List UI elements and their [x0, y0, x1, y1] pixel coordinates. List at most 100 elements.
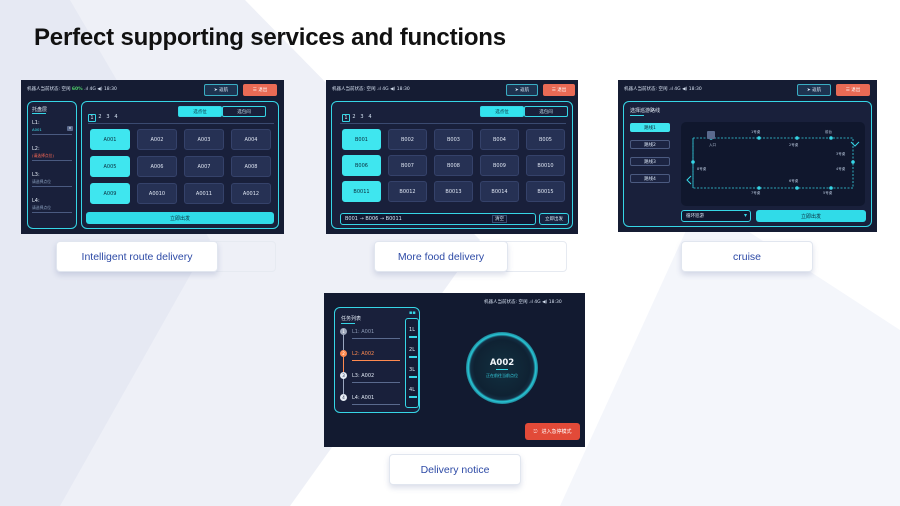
menu-icon: ☰: [551, 87, 558, 93]
layer-l1-value: A001: [32, 127, 42, 132]
point-cell[interactable]: A008: [231, 156, 271, 177]
tab-select-room[interactable]: 选包间: [524, 106, 568, 117]
floor-2l: 2L: [409, 347, 415, 353]
layer-l2[interactable]: L2:: [32, 146, 40, 152]
menu-icon: ☰: [845, 87, 852, 93]
task-row[interactable]: L3: A002: [352, 373, 375, 379]
layer-l3[interactable]: L3:: [32, 172, 40, 178]
caption-cruise: cruise: [681, 241, 813, 272]
task-step-2: 2: [340, 350, 347, 357]
exit-button[interactable]: ☰ 退出: [543, 84, 575, 96]
go-now-button[interactable]: 立即出发: [539, 213, 569, 225]
emergency-stop-button[interactable]: ⎋ 进入急停模式: [525, 423, 580, 440]
task-row[interactable]: L4: A001: [352, 395, 375, 401]
page-4[interactable]: 4: [114, 114, 118, 120]
exit-button[interactable]: ☰ 退出: [836, 84, 870, 96]
point-cell[interactable]: B004: [480, 129, 519, 150]
map-label: 4号桌: [836, 167, 846, 171]
point-cell[interactable]: A005: [90, 156, 130, 177]
point-cell[interactable]: A009: [90, 183, 130, 204]
floor-indicator: 1L 2L 3L 4L: [405, 318, 419, 408]
page-selector: 1 2 3 4: [88, 114, 120, 122]
clear-button[interactable]: 清空: [492, 215, 507, 223]
navigation-icon: ➤: [213, 87, 220, 93]
map-label: 2号桌: [789, 143, 799, 147]
route-option-2[interactable]: 路线2: [630, 140, 670, 149]
battery-indicator: 60%: [71, 87, 83, 92]
point-selection-panel: 选点位 选包间 1 2 3 4 B001 B002 B003 B004 B005…: [331, 101, 573, 229]
page-3[interactable]: 3: [106, 114, 110, 120]
point-cell[interactable]: A0012: [231, 183, 271, 204]
point-cell[interactable]: B0010: [526, 155, 565, 176]
status-bar: 机器人当前状态: 空闲 60% .ıl 4G ◀) 18:30: [27, 87, 117, 92]
exit-icon: ⎋: [533, 428, 538, 435]
point-cell[interactable]: B009: [480, 155, 519, 176]
point-cell[interactable]: B0011: [342, 181, 381, 202]
return-button[interactable]: ➤ 返航: [204, 84, 238, 96]
status-bar: 机器人当前状态: 空闲 .ıl 4G ◀) 18:30: [332, 87, 410, 92]
exit-button[interactable]: ☰ 退出: [243, 84, 277, 96]
point-selection-panel: 选点位 选包间 1 2 3 4 A001 A002 A003 A004 A005…: [81, 101, 279, 229]
page-4[interactable]: 4: [368, 114, 372, 120]
page-3[interactable]: 3: [360, 114, 364, 120]
navigation-icon: ➤: [806, 87, 813, 93]
map-label: 8号桌: [697, 167, 707, 171]
point-cell[interactable]: B008: [434, 155, 473, 176]
point-cell[interactable]: B0014: [480, 181, 519, 202]
layer-l4-value: 请选择点位: [32, 205, 51, 210]
point-cell[interactable]: B0012: [388, 181, 427, 202]
tab-select-room[interactable]: 选包间: [222, 106, 266, 117]
point-cell[interactable]: A001: [90, 129, 130, 150]
floor-4l: 4L: [409, 387, 415, 393]
caption-route-delivery: Intelligent route delivery: [56, 241, 218, 272]
point-cell[interactable]: B002: [388, 129, 427, 150]
food-delivery-screenshot: 机器人当前状态: 空闲 .ıl 4G ◀) 18:30 ➤ 返航 ☰ 退出 选点…: [326, 80, 578, 234]
page-2[interactable]: 2: [352, 114, 356, 120]
layer-l1-clear-icon[interactable]: ×: [67, 126, 73, 131]
page-1[interactable]: 1: [88, 114, 96, 122]
go-now-button[interactable]: 立即出发: [86, 212, 274, 224]
return-button[interactable]: ➤ 返航: [506, 84, 538, 96]
task-row[interactable]: L2: A002: [352, 351, 375, 357]
point-cell[interactable]: B005: [526, 129, 565, 150]
cruise-route-map: 1号桌 2号桌 前台 3号桌 4号桌 5号桌 6号桌 7号桌 8号桌 入口: [681, 122, 865, 206]
point-cell[interactable]: B001: [342, 129, 381, 150]
route-option-1[interactable]: 路线1: [630, 123, 670, 132]
task-step-1: 1: [340, 328, 347, 335]
selected-route-text: B001 → B006 → B0011: [345, 216, 402, 222]
map-label: 1号桌: [751, 130, 761, 134]
caption-food-delivery: More food delivery: [374, 241, 508, 272]
task-row[interactable]: L1: A001: [352, 329, 375, 335]
point-cell[interactable]: A006: [137, 156, 177, 177]
volume-icon: ◀): [390, 87, 396, 92]
route-option-3[interactable]: 路线3: [630, 157, 670, 166]
route-option-4[interactable]: 路线4: [630, 174, 670, 183]
map-label: 6号桌: [789, 179, 799, 183]
layer-l4[interactable]: L4:: [32, 198, 40, 204]
point-cell[interactable]: A0011: [184, 183, 224, 204]
volume-icon: ◀): [682, 87, 688, 92]
tab-select-point[interactable]: 选点位: [178, 106, 222, 117]
point-cell[interactable]: A002: [137, 129, 177, 150]
delivery-notice-screenshot: 机器人当前状态: 空闲 .ıl 4G ◀) 18:30 任务列表 1 2 3 4…: [324, 293, 585, 447]
point-cell[interactable]: A0010: [137, 183, 177, 204]
menu-icon: ☰: [252, 87, 259, 93]
layer-l1[interactable]: L1:: [32, 120, 40, 126]
page-2[interactable]: 2: [98, 114, 102, 120]
point-cell[interactable]: B006: [342, 155, 381, 176]
point-cell[interactable]: A003: [184, 129, 224, 150]
point-cell[interactable]: A007: [184, 156, 224, 177]
point-cell[interactable]: B0013: [434, 181, 473, 202]
go-now-button[interactable]: 立即出发: [756, 210, 866, 222]
cruise-mode-select[interactable]: 循环巡游 ▾: [681, 210, 751, 222]
tab-select-point[interactable]: 选点位: [480, 106, 524, 117]
point-cell[interactable]: B003: [434, 129, 473, 150]
chevron-down-icon: ▾: [743, 212, 747, 219]
point-cell[interactable]: A004: [231, 129, 271, 150]
page-1[interactable]: 1: [342, 114, 350, 122]
return-button[interactable]: ➤ 返航: [797, 84, 831, 96]
point-cell[interactable]: B0015: [526, 181, 565, 202]
point-grid: B001 B002 B003 B004 B005 B006 B007 B008 …: [342, 129, 565, 202]
status-bar: 机器人当前状态: 空闲 .ıl 4G ◀) 18:30: [624, 87, 702, 92]
point-cell[interactable]: B007: [388, 155, 427, 176]
